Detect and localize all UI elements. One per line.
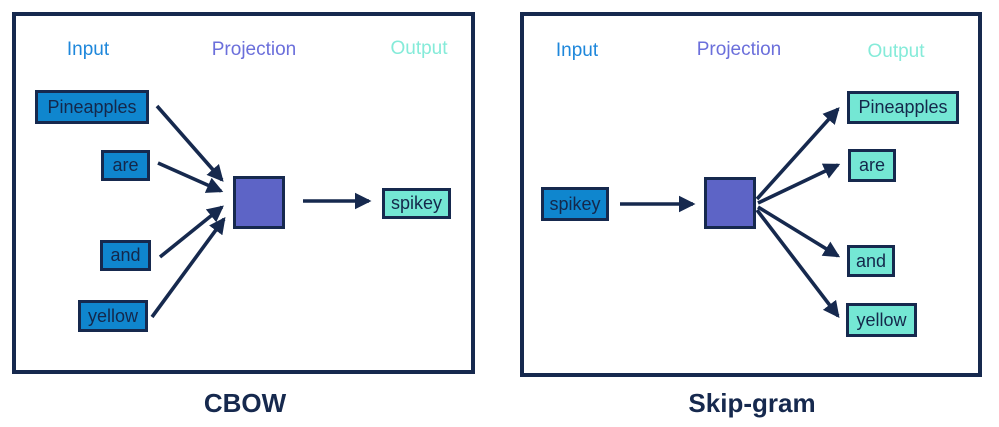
cbow-input-word-pineapples: Pineapples: [35, 90, 149, 124]
skipgram-output-word-yellow: yellow: [846, 303, 917, 337]
skipgram-output-word-pineapples: Pineapples: [847, 91, 959, 124]
skipgram-output-word-and: and: [847, 245, 895, 277]
cbow-input-word-and: and: [100, 240, 151, 271]
skipgram-input-column-label: Input: [555, 40, 599, 61]
cbow-output-word-spikey: spikey: [382, 188, 451, 219]
cbow-output-column-label: Output: [390, 38, 448, 59]
skipgram-output-word-are: are: [848, 149, 896, 182]
cbow-projection-box: [233, 176, 285, 229]
skipgram-projection-box: [704, 177, 756, 229]
skipgram-title: Skip-gram: [688, 388, 816, 418]
cbow-title: CBOW: [203, 388, 287, 418]
skipgram-output-column-label: Output: [867, 41, 925, 62]
cbow-input-word-are: are: [101, 150, 150, 181]
skipgram-input-word-spikey: spikey: [541, 187, 609, 221]
cbow-input-word-yellow: yellow: [78, 300, 148, 332]
cbow-projection-column-label: Projection: [211, 39, 297, 60]
cbow-input-column-label: Input: [66, 39, 110, 60]
skipgram-projection-column-label: Projection: [696, 39, 782, 60]
